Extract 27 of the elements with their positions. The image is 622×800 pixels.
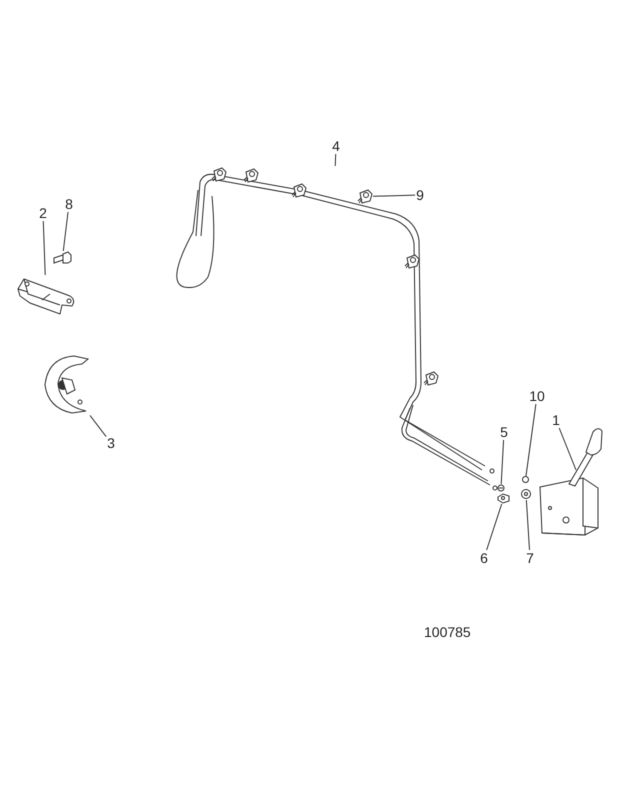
nut-icon xyxy=(520,488,532,500)
callout-number: 2 xyxy=(38,205,48,221)
callout-number: 10 xyxy=(528,388,546,404)
callout-number: 6 xyxy=(479,550,489,566)
callout-number: 3 xyxy=(106,435,116,451)
leader-line xyxy=(62,212,69,252)
washer-icon xyxy=(522,476,529,483)
nut-icon xyxy=(496,493,511,504)
clip-icon xyxy=(497,484,505,492)
leader-line xyxy=(500,440,504,484)
leader-line xyxy=(525,404,536,476)
part-number: 100785 xyxy=(424,624,471,640)
bolt-icon xyxy=(53,251,72,264)
clip-icon xyxy=(357,189,373,204)
callout-number: 7 xyxy=(525,550,535,566)
callout-number: 8 xyxy=(64,196,74,212)
leader-line xyxy=(42,220,46,276)
leader-line xyxy=(526,500,530,550)
callout-number: 9 xyxy=(415,187,425,203)
callout-number: 5 xyxy=(499,424,509,440)
leader-line xyxy=(90,414,107,438)
leader-line xyxy=(558,428,576,470)
callout-number: 4 xyxy=(331,138,341,154)
callout-number: 1 xyxy=(551,412,561,428)
leader-line xyxy=(334,154,336,166)
leader-line xyxy=(372,194,416,197)
leader-line xyxy=(486,504,502,550)
